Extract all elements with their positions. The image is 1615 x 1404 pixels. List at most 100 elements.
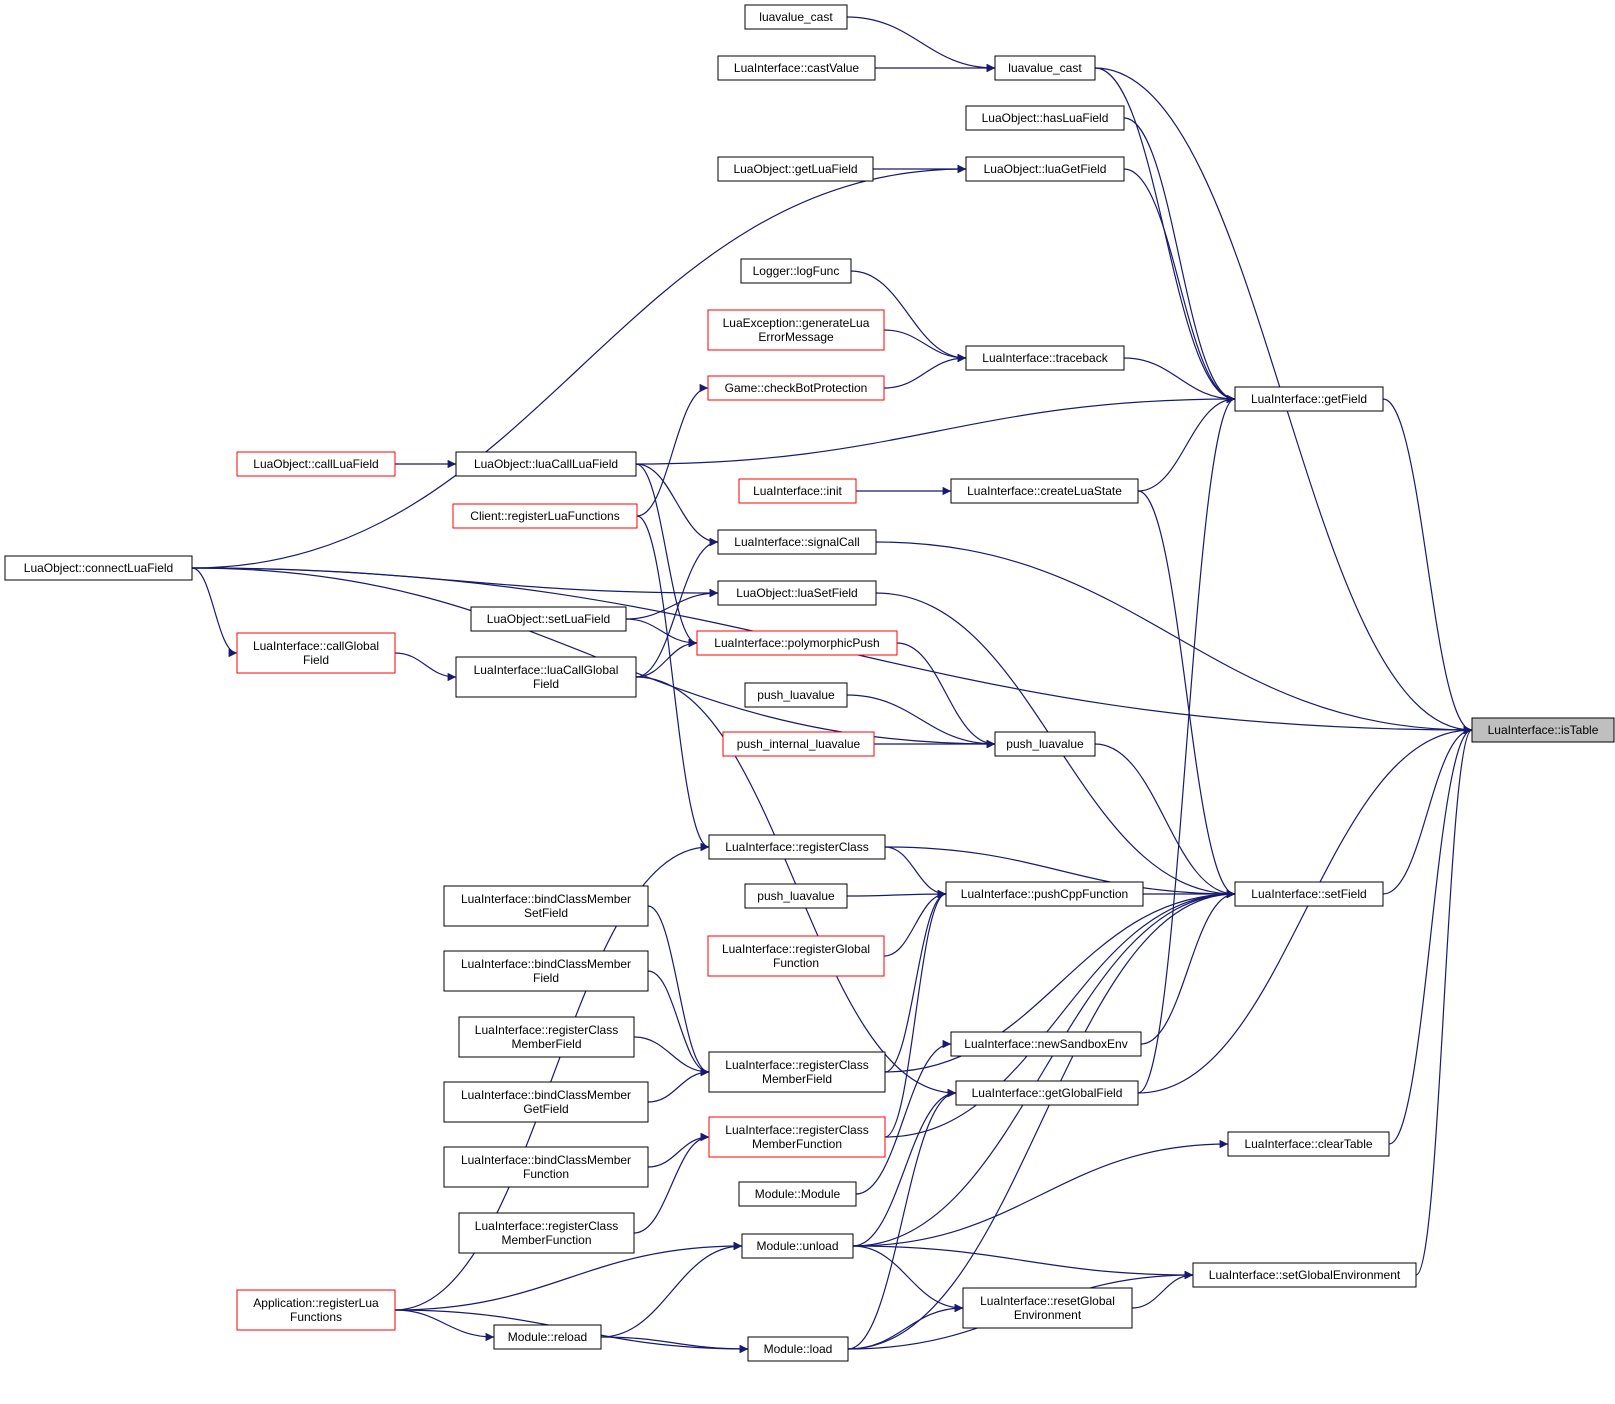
edge-luaCallLuaField-to-signalCall [635, 463, 719, 547]
node-castValue[interactable]: LuaInterface::castValue [717, 55, 876, 81]
node-connectLuaField[interactable]: LuaObject::connectLuaField [4, 555, 193, 581]
node-callLuaField[interactable]: LuaObject::callLuaField [236, 451, 396, 477]
node-box [965, 156, 1125, 182]
node-box [950, 478, 1139, 504]
node-push_internal[interactable]: push_internal_luavalue [722, 731, 875, 757]
node-luaSetField[interactable]: LuaObject::luaSetField [717, 580, 877, 606]
node-box [965, 345, 1125, 371]
edge-appRegLua-to-reload [394, 1309, 495, 1342]
node-label: luavalue_cast [759, 10, 833, 24]
node-box [965, 105, 1125, 131]
node-checkBot[interactable]: Game::checkBotProtection [707, 375, 885, 401]
node-label: LuaInterface::polymorphicPush [714, 636, 879, 650]
node-label: LuaInterface::setGlobalEnvironment [1209, 1268, 1401, 1282]
node-newSandboxEnv[interactable]: LuaInterface::newSandboxEnv [950, 1031, 1142, 1057]
node-isTable[interactable]: LuaInterface::isTable [1471, 717, 1615, 743]
node-label: Function [523, 1167, 569, 1181]
node-label: LuaObject::setLuaField [487, 612, 610, 626]
node-box [443, 1146, 649, 1188]
node-label: LuaInterface::createLuaState [967, 484, 1122, 498]
edge-resetGlobalEnv-to-setGlobalEnv [1131, 1270, 1194, 1309]
node-regCMFunction[interactable]: LuaInterface::registerClassMemberFunctio… [708, 1116, 886, 1158]
node-push_luavalue_b[interactable]: push_luavalue [744, 883, 848, 909]
node-unload[interactable]: Module::unload [741, 1233, 854, 1259]
node-box [1471, 717, 1615, 743]
node-label: GetField [523, 1102, 568, 1116]
edge-moduleModule-to-newSandboxEnv [855, 1039, 952, 1195]
node-label: push_internal_luavalue [737, 737, 861, 751]
edge-unload-to-resetGlobalEnv [852, 1245, 964, 1313]
node-signalCall[interactable]: LuaInterface::signalCall [717, 529, 877, 555]
node-push_luavalue[interactable]: push_luavalue [994, 731, 1096, 757]
node-regLuaFuncsClient[interactable]: Client::registerLuaFunctions [452, 503, 638, 529]
node-pushCppFunction[interactable]: LuaInterface::pushCppFunction [945, 881, 1144, 907]
node-logFunc[interactable]: Logger::logFunc [740, 258, 852, 284]
node-getGlobalField[interactable]: LuaInterface::getGlobalField [955, 1080, 1139, 1106]
node-box [493, 1324, 602, 1350]
node-box [994, 55, 1096, 81]
node-createLuaState[interactable]: LuaInterface::createLuaState [950, 478, 1139, 504]
node-luavalue_cast_top[interactable]: luavalue_cast [744, 4, 848, 30]
node-reload[interactable]: Module::reload [493, 1324, 602, 1350]
node-label: LuaObject::luaGetField [984, 162, 1107, 176]
node-box [707, 935, 885, 977]
edge-createLuaState-to-setField [1137, 490, 1236, 899]
node-box [744, 883, 848, 909]
node-box [236, 451, 396, 477]
node-box [708, 1051, 886, 1093]
edge-appRegLua-to-registerClass [394, 842, 710, 1311]
node-box [455, 656, 637, 698]
node-luaGetField[interactable]: LuaObject::luaGetField [965, 156, 1125, 182]
node-registerClass[interactable]: LuaInterface::registerClass [708, 834, 886, 860]
node-label: LuaInterface::castValue [734, 61, 860, 75]
node-polymorphicPush[interactable]: LuaInterface::polymorphicPush [696, 630, 898, 656]
node-label: LuaObject::getLuaField [733, 162, 857, 176]
node-label: MemberFunction [752, 1137, 842, 1151]
node-box [455, 451, 637, 477]
node-getField[interactable]: LuaInterface::getField [1234, 386, 1384, 412]
edge-setLuaField-to-luaSetField [625, 588, 719, 620]
node-luavalue_cast[interactable]: luavalue_cast [994, 55, 1096, 81]
node-box [722, 731, 875, 757]
node-label: Field [533, 677, 559, 691]
edge-push_luavalue_b-to-pushCppFunction [846, 889, 947, 899]
node-luaCallLuaField[interactable]: LuaObject::luaCallLuaField [455, 451, 637, 477]
edge-load-to-resetGlobalEnv [847, 1303, 964, 1350]
node-clearTable[interactable]: LuaInterface::clearTable [1227, 1131, 1390, 1157]
edge-traceback-to-getField [1123, 357, 1236, 404]
node-box [945, 881, 1144, 907]
node-push_luavalue_a[interactable]: push_luavalue [744, 682, 848, 708]
node-moduleModule[interactable]: Module::Module [738, 1181, 857, 1207]
node-init[interactable]: LuaInterface::init [738, 478, 857, 504]
node-load[interactable]: Module::load [747, 1336, 849, 1362]
node-regCMFunction_b[interactable]: LuaInterface::registerClassMemberFunctio… [458, 1212, 635, 1254]
edge-push_luavalue_a-to-push_luavalue [846, 694, 996, 749]
node-traceback[interactable]: LuaInterface::traceback [965, 345, 1125, 371]
edge-luaCallGlobalField-to-signalCall [635, 537, 719, 678]
node-label: Module::unload [756, 1239, 838, 1253]
node-label: Game::checkBotProtection [725, 381, 868, 395]
node-setGlobalEnv[interactable]: LuaInterface::setGlobalEnvironment [1192, 1262, 1417, 1288]
node-setLuaField[interactable]: LuaObject::setLuaField [470, 606, 627, 632]
edge-registerClass-to-setField [884, 846, 1236, 899]
edge-callGlobalField-to-luaCallGlobalField [394, 652, 457, 682]
node-appRegLua[interactable]: Application::registerLuaFunctions [236, 1289, 396, 1331]
node-label: LuaInterface::getGlobalField [972, 1086, 1123, 1100]
node-box [1234, 386, 1384, 412]
node-getLuaField[interactable]: LuaObject::getLuaField [717, 156, 874, 182]
node-box [717, 529, 877, 555]
node-box [443, 885, 649, 927]
node-hasLuaField[interactable]: LuaObject::hasLuaField [965, 105, 1125, 131]
node-setField[interactable]: LuaInterface::setField [1234, 881, 1384, 907]
